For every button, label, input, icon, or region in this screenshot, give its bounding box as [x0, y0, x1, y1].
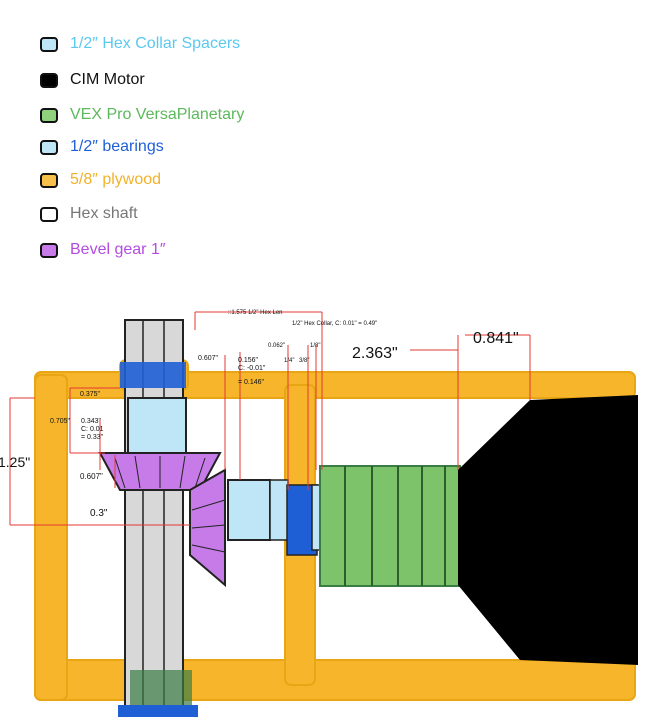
dim-0343: 0.343"	[81, 418, 102, 425]
legend-label: Bevel gear 1″	[70, 241, 166, 258]
drivetrain-diagram: ::1.575 1/2" Hex Len 1/2" Hex Collar, C:…	[0, 310, 638, 717]
versaplanetary-gearbox	[319, 465, 461, 587]
cim-motor	[458, 395, 638, 665]
dim-1-8: 1/8"	[310, 343, 320, 349]
hex-collar-spacer-vertical	[127, 397, 187, 454]
hex-collar-small	[269, 479, 289, 541]
dim-0705: 0.705"	[50, 418, 71, 425]
bearing-bottom	[118, 705, 198, 717]
legend-label: 1/2″ Hex Collar Spacers	[70, 35, 241, 52]
legend-item-plywood: 5/8″ plywood	[40, 168, 161, 192]
dim-c-001: C: -0.01"	[238, 365, 266, 372]
dimension-lines	[9, 311, 531, 526]
dim-0062: 0.062"	[268, 343, 285, 349]
hex-shaft-swatch-icon	[40, 206, 58, 222]
dim-0156: 0.156"	[238, 357, 259, 364]
dim-033: = 0.33"	[81, 434, 104, 441]
legend-item-bevel-gear: Bevel gear 1″	[40, 238, 166, 262]
dim-3-8: 3/8"	[299, 358, 309, 364]
dim-0375: 0.375"	[80, 391, 101, 398]
legend-label: 1/2″ bearings	[70, 138, 164, 155]
hex-shaft	[118, 319, 198, 717]
legend-label: Hex shaft	[70, 205, 138, 222]
legend-label: CIM Motor	[70, 71, 145, 88]
legend-label: 5/8″ plywood	[70, 171, 162, 188]
legend-item-hex-shaft: Hex shaft	[40, 202, 138, 226]
hex-collar-swatch-icon	[40, 36, 58, 52]
bearing-swatch-icon	[40, 139, 58, 155]
dim-1-4: 1/4"	[284, 358, 294, 364]
dim-0841: 0.841"	[473, 330, 519, 347]
bearing-top	[120, 362, 186, 388]
shaft-lower-collar	[130, 670, 192, 705]
bevel-gear-horizontal	[189, 468, 226, 588]
dim-0607-top: 0.607"	[198, 355, 219, 362]
dim-hex-collar: 1/2" Hex Collar, C: 0.01" = 0.49"	[292, 321, 377, 327]
bevel-gear-swatch-icon	[40, 242, 58, 258]
plywood-swatch-icon	[40, 172, 58, 188]
dim-2363: 2.363"	[352, 345, 398, 362]
dim-hex-len: ::1.575 1/2" Hex Len	[228, 310, 283, 316]
hex-collar-spacer-horizontal	[227, 479, 271, 541]
legend-label: VEX Pro VersaPlanetary	[70, 106, 245, 123]
legend-item-versaplanetary: VEX Pro VersaPlanetary	[40, 103, 244, 127]
versaplanetary-swatch-icon	[40, 107, 58, 123]
legend-item-hex-collar: 1/2″ Hex Collar Spacers	[40, 32, 240, 56]
dim-0607-left: 0.607"	[80, 472, 103, 481]
legend-item-cim-motor: CIM Motor	[40, 68, 145, 92]
dim-03: 0.3"	[90, 508, 108, 519]
legend-item-bearings: 1/2″ bearings	[40, 135, 164, 159]
dim-0146: = 0.146"	[238, 379, 265, 386]
plywood-left-post	[34, 374, 68, 701]
cim-motor-swatch-icon	[40, 72, 58, 88]
dim-125: 1.25"	[0, 454, 30, 470]
dim-c-001b: C: 0.01	[81, 426, 104, 433]
